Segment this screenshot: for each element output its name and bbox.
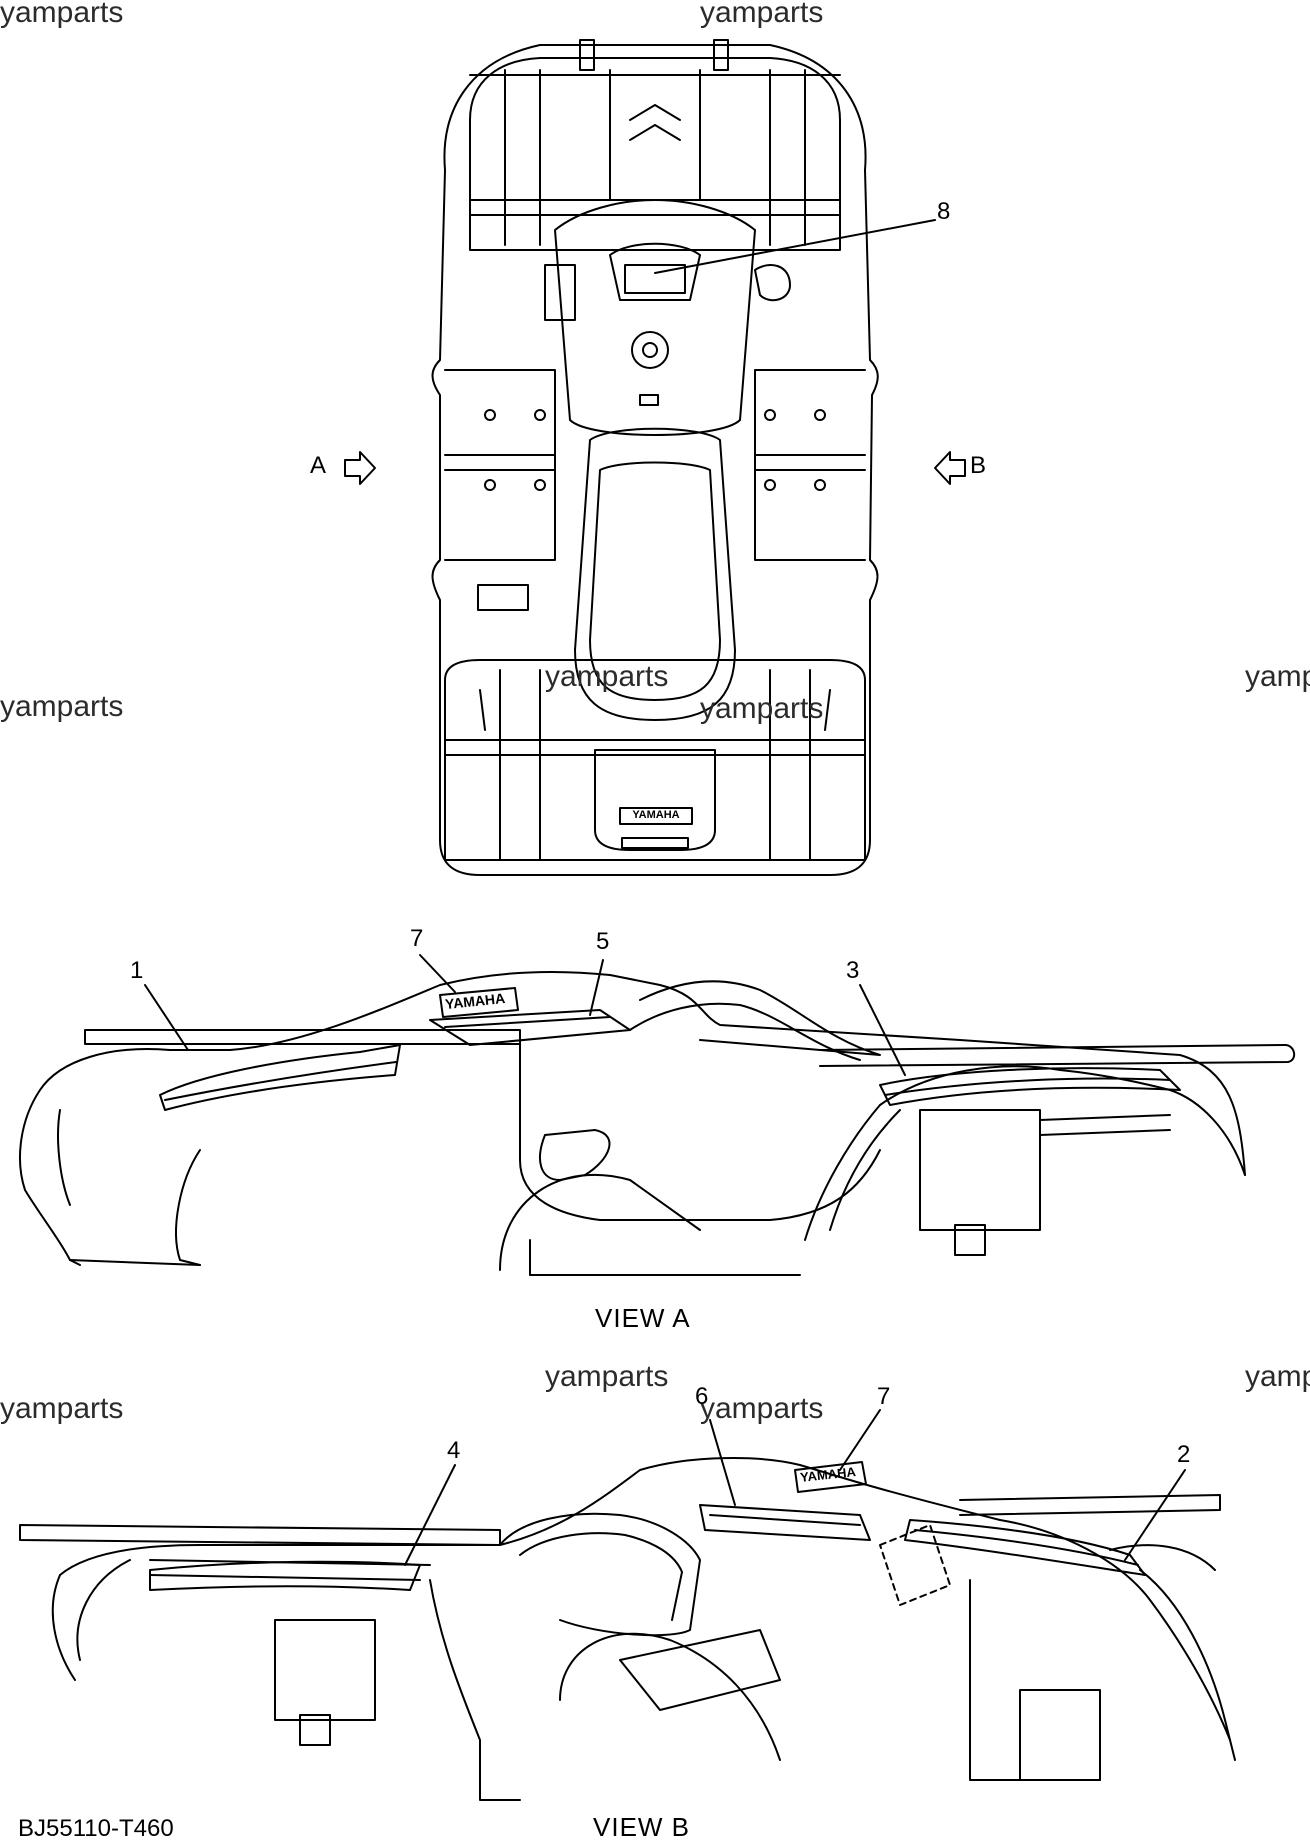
callout-4: 4: [447, 1437, 461, 1464]
decal-4: [149, 1560, 421, 1591]
decal-5: [429, 1009, 631, 1046]
decal-7b: [794, 1461, 867, 1493]
decal-1: [159, 1044, 401, 1111]
callout-2: 2: [1177, 1441, 1191, 1468]
emblem-top: YAMAHA: [632, 809, 680, 821]
view-b-caption: VIEW B: [593, 1812, 691, 1842]
atv-view-a: [19, 954, 1296, 1276]
drawing-code: BJ55110-T460: [18, 1815, 174, 1842]
decal-7a: [439, 987, 519, 1018]
callout-6: 6: [695, 1383, 709, 1410]
atv-view-b: [19, 1409, 1236, 1801]
watermark-10: yamparts: [1245, 1360, 1310, 1393]
callout-1: 1: [130, 957, 144, 984]
watermark-2: yamparts: [700, 0, 824, 29]
decal-6: [699, 1504, 871, 1541]
view-a-caption: VIEW A: [595, 1303, 691, 1333]
watermark-6: yamparts: [1245, 660, 1310, 693]
callout-3: 3: [846, 957, 860, 984]
watermark-8: yamparts: [700, 1392, 824, 1425]
watermark-7: yamparts: [545, 1360, 669, 1393]
atv-top-view: [344, 39, 966, 876]
watermark-3: yamparts: [0, 690, 124, 723]
watermark-4: yamparts: [545, 660, 669, 693]
decal-2: [904, 1519, 1146, 1576]
watermark-9: yamparts: [0, 1392, 124, 1425]
arrow-b-label: B: [970, 452, 987, 479]
watermark-1: yamparts: [0, 0, 124, 29]
decal-3: [879, 1067, 1181, 1106]
watermark-5: yamparts: [700, 692, 824, 725]
callout-7-view-a: 7: [410, 925, 424, 952]
callout-8: 8: [937, 198, 951, 225]
arrow-a-label: A: [310, 452, 327, 479]
callout-5: 5: [596, 928, 610, 955]
callout-7-view-b: 7: [877, 1383, 891, 1410]
